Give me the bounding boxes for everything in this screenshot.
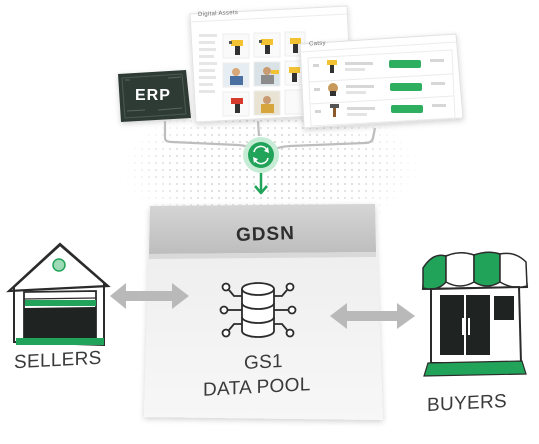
sync-icon bbox=[243, 137, 279, 173]
storefront-icon bbox=[421, 251, 529, 377]
drill-icon bbox=[231, 98, 243, 113]
gdsn-title: GDSN bbox=[235, 222, 296, 247]
drill-icon bbox=[259, 39, 273, 54]
drill-icon bbox=[327, 60, 337, 73]
catsy-window bbox=[299, 33, 464, 129]
database-icon bbox=[219, 282, 297, 338]
sellers-label: SELLERS bbox=[14, 347, 102, 374]
catsy-product-row bbox=[307, 49, 454, 83]
hammer-icon bbox=[330, 104, 339, 117]
erp-box bbox=[118, 70, 191, 122]
drill-icon bbox=[229, 40, 243, 55]
drill-icons bbox=[229, 38, 301, 113]
drill-icon bbox=[289, 67, 300, 82]
catsy-product-row bbox=[309, 95, 456, 127]
seller-exchange-arrow bbox=[110, 283, 189, 309]
catsy-product-row bbox=[308, 73, 455, 105]
drill-icon bbox=[290, 38, 301, 53]
erp-label: ERP bbox=[135, 87, 171, 104]
drill-icon bbox=[328, 83, 338, 96]
worker-photo-icon bbox=[261, 96, 274, 113]
worker-photo-icon bbox=[261, 67, 279, 84]
buyers-label: BUYERS bbox=[427, 390, 507, 417]
buyer-exchange-arrow bbox=[330, 303, 415, 329]
down-arrow-icon bbox=[254, 173, 268, 195]
digital-assets-sidebar bbox=[199, 34, 217, 93]
warehouse-icon bbox=[6, 242, 111, 347]
worker-photo-icon bbox=[230, 68, 243, 85]
data-pool-label-line1: GS1 bbox=[244, 350, 283, 375]
catsy-window-title: Catsy bbox=[308, 40, 326, 48]
